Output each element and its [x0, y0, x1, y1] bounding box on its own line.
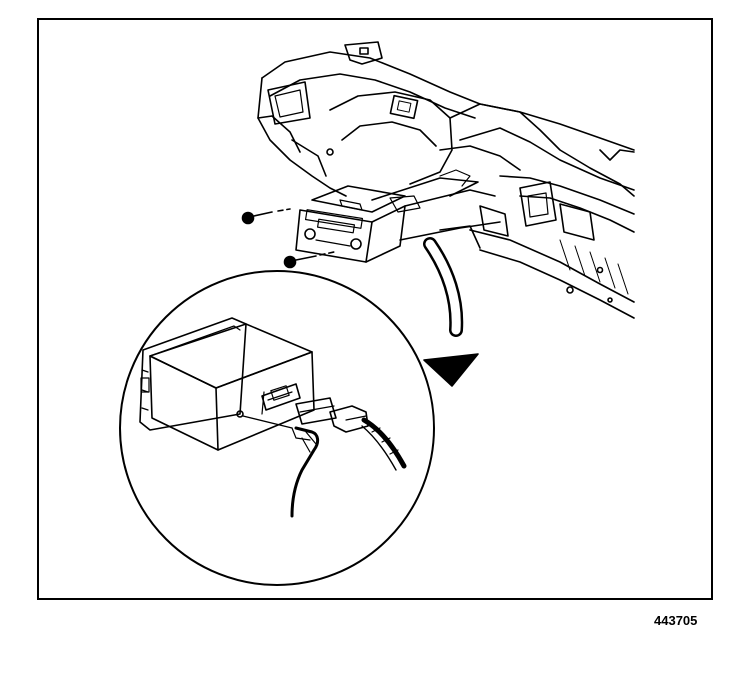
detail-callout-arrow: [423, 237, 479, 387]
screw-lower: [283, 251, 335, 269]
instrument-panel-carrier: [257, 41, 635, 319]
detail-view-circle: [119, 270, 435, 586]
radio-unit-detail: [139, 317, 407, 518]
radio-unit-installed: [295, 169, 501, 263]
radio-mounting-screws: [241, 208, 335, 269]
figure-number: 443705: [654, 613, 697, 628]
screw-upper: [241, 208, 291, 225]
illustration-frame: [37, 18, 713, 600]
